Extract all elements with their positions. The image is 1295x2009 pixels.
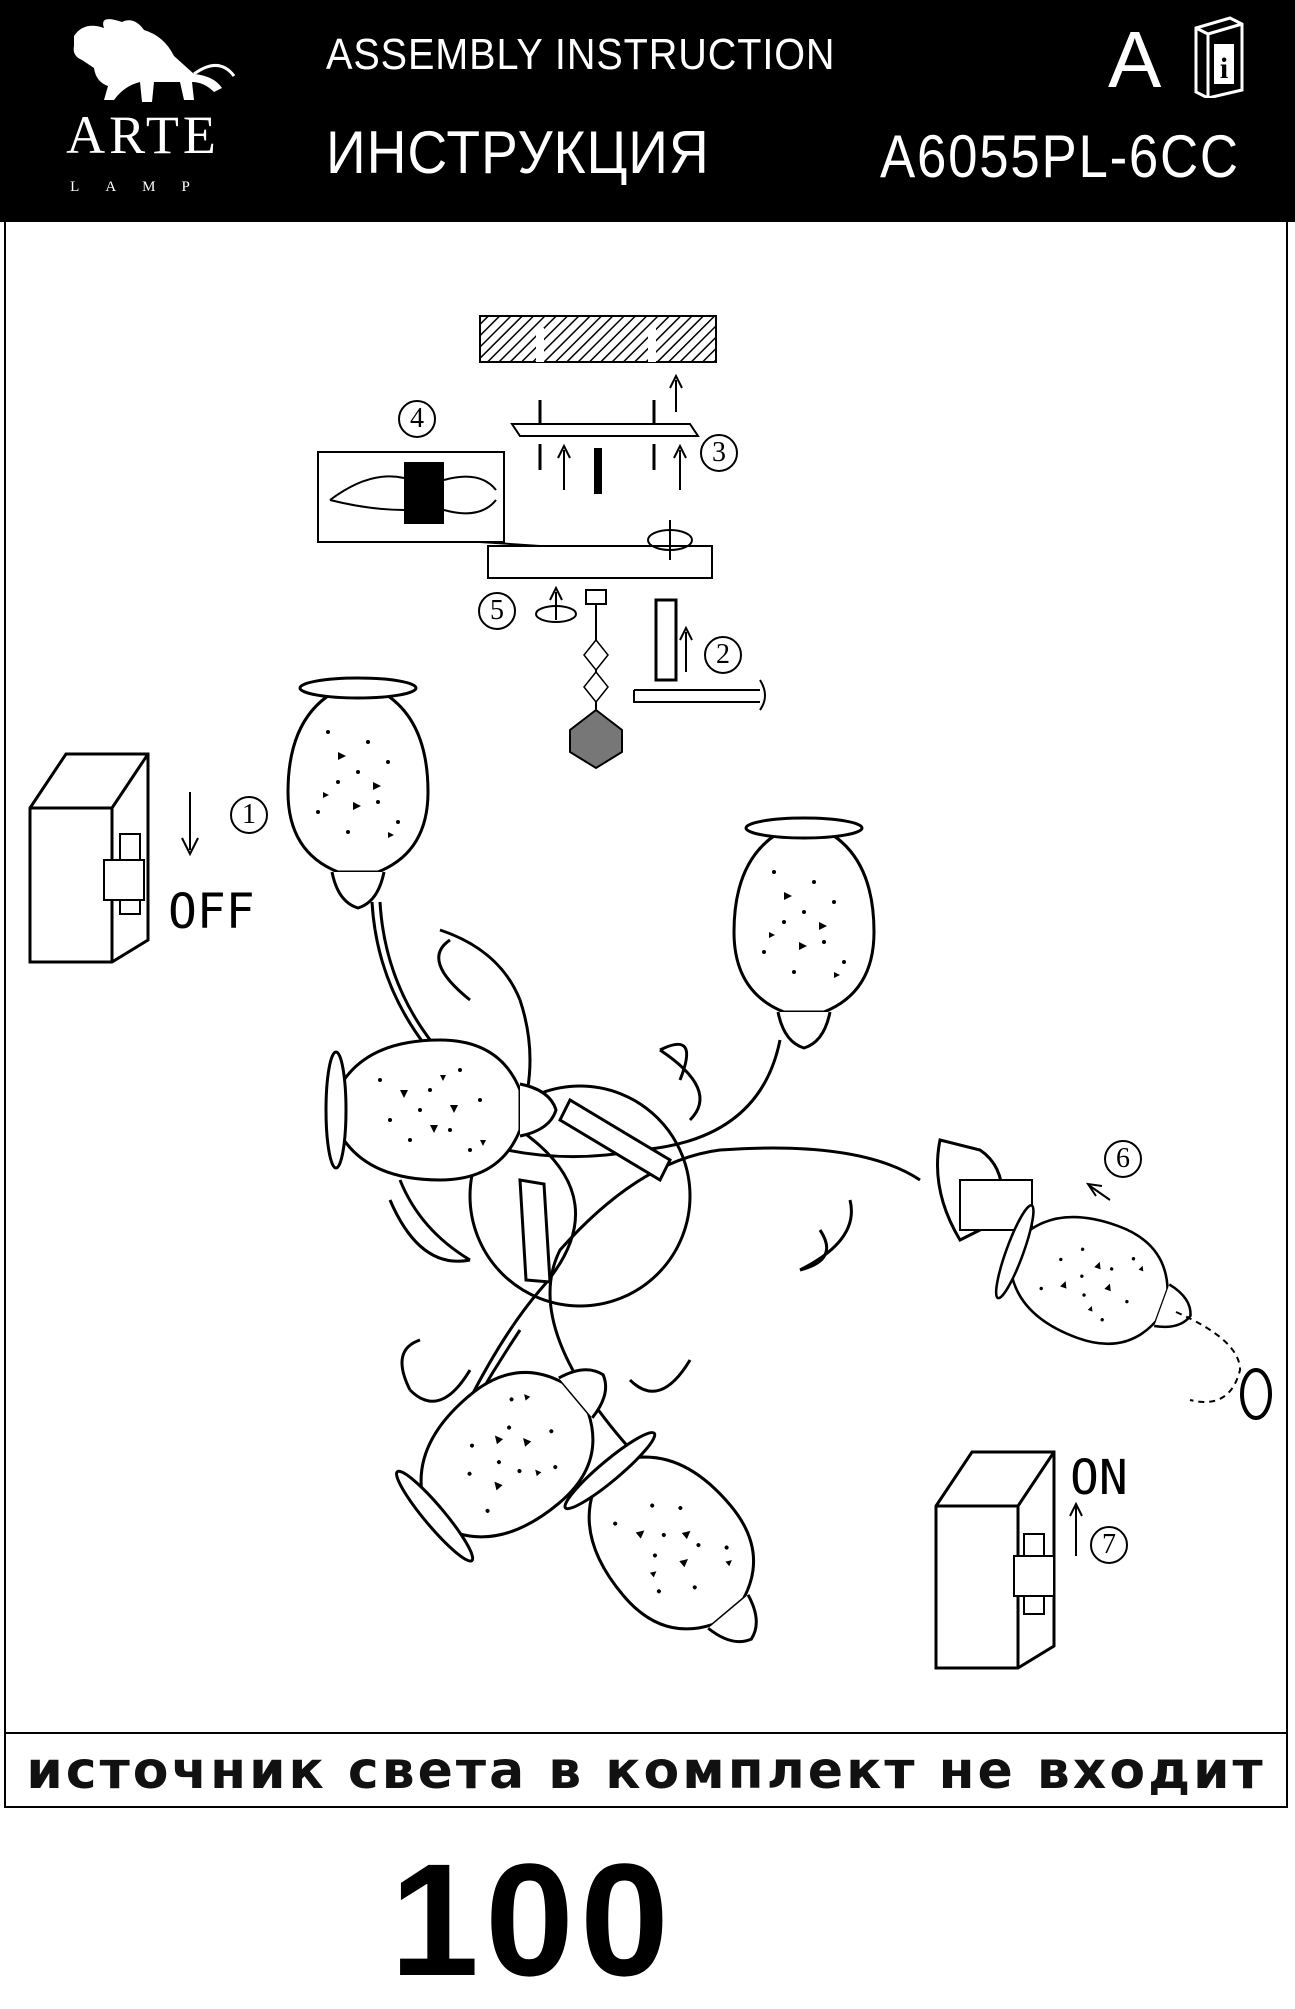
page-number: 100 xyxy=(390,1830,675,2009)
title-english: ASSEMBLY INSTRUCTION xyxy=(326,30,836,79)
svg-text:i: i xyxy=(1220,52,1228,85)
header-bar: ARTE LAMP ASSEMBLY INSTRUCTION ИНСТРУКЦИ… xyxy=(0,0,1295,222)
ceiling-block xyxy=(479,315,717,363)
step-marker-1: 1 xyxy=(230,796,268,834)
wall-switch-off xyxy=(28,752,150,964)
step-marker-6: 6 xyxy=(1104,1140,1142,1178)
title-russian: ИНСТРУКЦИЯ xyxy=(326,119,710,186)
step-marker-5: 5 xyxy=(478,592,516,630)
step-marker-2: 2 xyxy=(704,636,742,674)
switch-off-label: OFF xyxy=(168,884,255,940)
brand-name: ARTE xyxy=(66,105,220,165)
switch-on-label: ON xyxy=(1070,1450,1128,1506)
shade-top-left xyxy=(286,676,430,910)
content-frame xyxy=(4,222,1288,1808)
bulb-notice: источник света в комплект не входит xyxy=(26,1741,1266,1801)
notice-band: источник света в комплект не входит xyxy=(4,1732,1288,1808)
shade-detached xyxy=(985,1191,1213,1373)
mounting-plate xyxy=(510,423,700,437)
info-book-icon: i xyxy=(1194,16,1244,98)
assembly-diagram xyxy=(28,315,1272,1686)
model-number: A6055PL-6CC xyxy=(880,123,1240,190)
step-marker-4: 4 xyxy=(398,400,436,438)
brand-sub: LAMP xyxy=(70,179,216,195)
crystal-pendant xyxy=(569,708,623,770)
lion-logo-icon xyxy=(73,19,236,103)
wall-switch-on xyxy=(934,1450,1056,1670)
shade-top-right xyxy=(732,816,876,1050)
retaining-ring xyxy=(1240,1368,1272,1420)
step-marker-7: 7 xyxy=(1090,1526,1128,1564)
step-marker-3: 3 xyxy=(700,434,738,472)
category-letter: A xyxy=(1108,15,1162,104)
canopy xyxy=(487,545,713,579)
